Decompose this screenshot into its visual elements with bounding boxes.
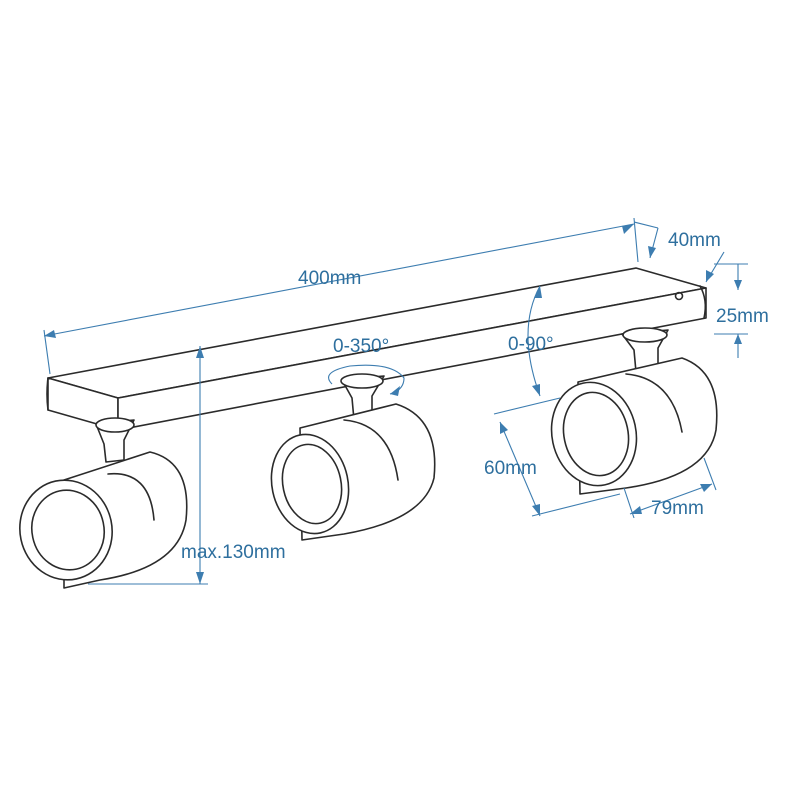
dimension-max-height <box>88 346 208 585</box>
rotation-label: 0-350° <box>333 336 389 357</box>
spotlight-head-middle <box>270 373 436 541</box>
dimension-bar-height <box>714 263 748 358</box>
tilt-indicator <box>527 285 542 397</box>
dimension-head-diameter-label: 79mm <box>651 498 704 519</box>
dimension-length <box>43 217 639 375</box>
dimension-head-diameter <box>623 457 717 519</box>
dimension-bar-height-label: 25mm <box>716 306 769 327</box>
dimension-length-label: 400mm <box>298 268 361 289</box>
mounting-bar <box>46 267 707 431</box>
dimension-head-length <box>493 397 621 517</box>
dimension-head-length-label: 60mm <box>484 458 537 479</box>
rotation-indicator <box>328 364 405 396</box>
spotlight-head-left <box>19 417 188 589</box>
dimension-width-label: 40mm <box>668 230 721 251</box>
dimension-width <box>633 221 725 283</box>
spotlight-head-right <box>550 327 718 495</box>
screw-hole <box>674 291 684 301</box>
dimension-max-height-label: max.130mm <box>181 542 286 563</box>
tilt-label: 0-90° <box>508 334 554 355</box>
